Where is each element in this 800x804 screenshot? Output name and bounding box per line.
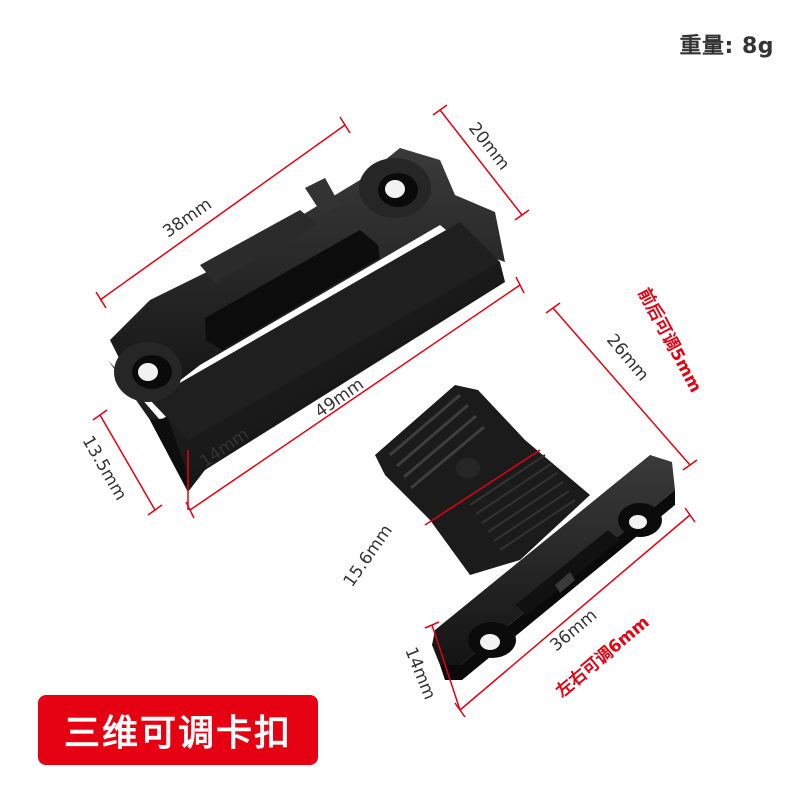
- dim-14mm-right: 14mm: [400, 644, 439, 702]
- dim-13-5mm: 13.5mm: [78, 433, 131, 504]
- latch-catch-body: [375, 385, 675, 680]
- strike-plate-body: [108, 148, 505, 492]
- dim-20mm: 20mm: [464, 119, 513, 174]
- dim-15-6mm: 15.6mm: [340, 521, 397, 591]
- banner-title: 三维可调卡扣: [63, 713, 292, 754]
- dim-38mm: 38mm: [159, 194, 215, 242]
- dim-26mm: 26mm: [602, 330, 653, 385]
- weight-label: 重量: 8g: [679, 34, 774, 59]
- dimension-lines: [92, 104, 698, 718]
- note-front-back: 前后可调5mm: [634, 284, 707, 396]
- title-banner: 三维可调卡扣: [38, 695, 318, 765]
